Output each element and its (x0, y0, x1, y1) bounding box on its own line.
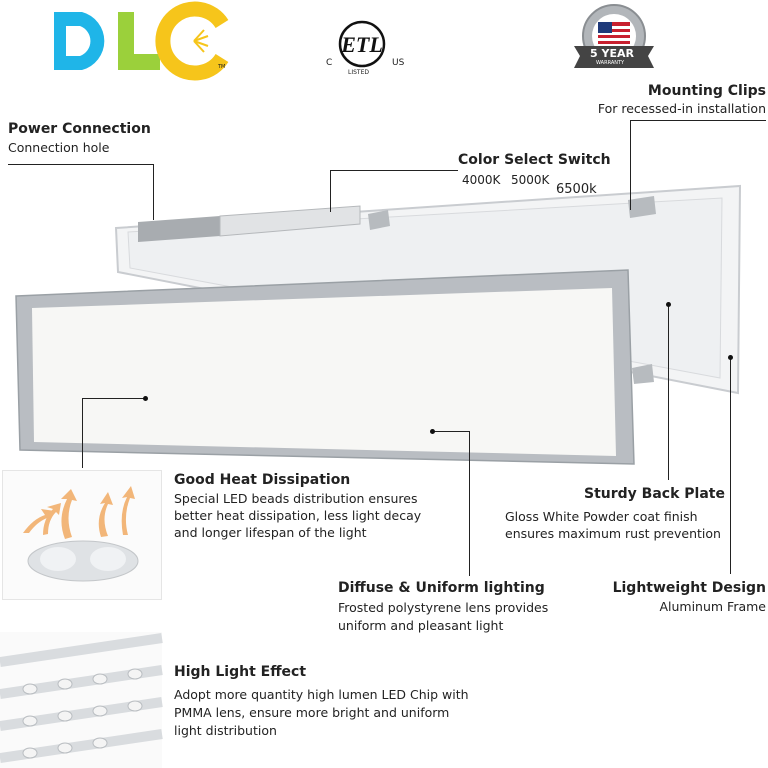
etl-c: C (326, 58, 333, 68)
heat-dissipation-title: Good Heat Dissipation (174, 472, 351, 488)
lightweight-design-title: Lightweight Design (612, 580, 766, 596)
svg-text:ETL: ETL (340, 32, 383, 57)
heat-arrows-graphic (23, 486, 139, 582)
power-connection-title: Power Connection (8, 121, 151, 137)
color-option-4000k: 4000K (462, 173, 501, 187)
etl-logo: ETL C US LISTED (322, 10, 412, 80)
power-connection-desc: Connection hole (8, 140, 110, 155)
warranty-years: 5 YEAR (590, 47, 634, 60)
light-effect-line-1: Adopt more quantity high lumen LED Chip … (174, 687, 469, 702)
heat-dissipation-line-1: Special LED beads distribution ensures (174, 491, 418, 506)
heat-dissipation-line-2: better heat dissipation, less light deca… (174, 508, 422, 523)
front-panel (15, 269, 635, 465)
dlc-logo-graphic (54, 1, 229, 81)
heat-dissipation-line-3: and longer lifespan of the light (174, 525, 367, 540)
color-option-6500k: 6500k (556, 182, 597, 197)
light-effect-line-2: PMMA lens, ensure more bright and unifor… (174, 705, 450, 720)
back-plate-line-2: ensures maximum rust prevention (505, 526, 721, 541)
color-switch-title: Color Select Switch (458, 152, 611, 168)
back-plate-title: Sturdy Back Plate (584, 486, 725, 502)
mounting-clips-title: Mounting Clips (647, 83, 766, 99)
diffuse-lighting-line-2: uniform and pleasant light (338, 618, 504, 633)
warranty-badge: 5 YEAR WARRANTY (572, 2, 658, 78)
heat-dissipation-image (2, 470, 162, 600)
diffuse-lighting-title: Diffuse & Uniform lighting (338, 580, 545, 596)
diffuse-lighting-line-1: Frosted polystyrene lens provides (338, 600, 549, 615)
color-option-5000k: 5000K (511, 173, 550, 187)
led-strip-image (0, 632, 163, 768)
back-plate-line-1: Gloss White Powder coat finish (505, 509, 698, 524)
etl-us: US (392, 58, 405, 68)
mounting-clips-desc: For recessed-in installation (597, 101, 766, 116)
light-effect-line-3: light distribution (174, 723, 277, 738)
etl-listed: LISTED (348, 69, 369, 76)
warranty-word: WARRANTY (596, 60, 625, 66)
dlc-tm: TM (218, 64, 226, 70)
light-effect-title: High Light Effect (174, 664, 307, 680)
led-strip-graphic (0, 633, 163, 763)
dlc-logo: TM (52, 1, 232, 81)
lightweight-design-desc: Aluminum Frame (659, 599, 766, 614)
